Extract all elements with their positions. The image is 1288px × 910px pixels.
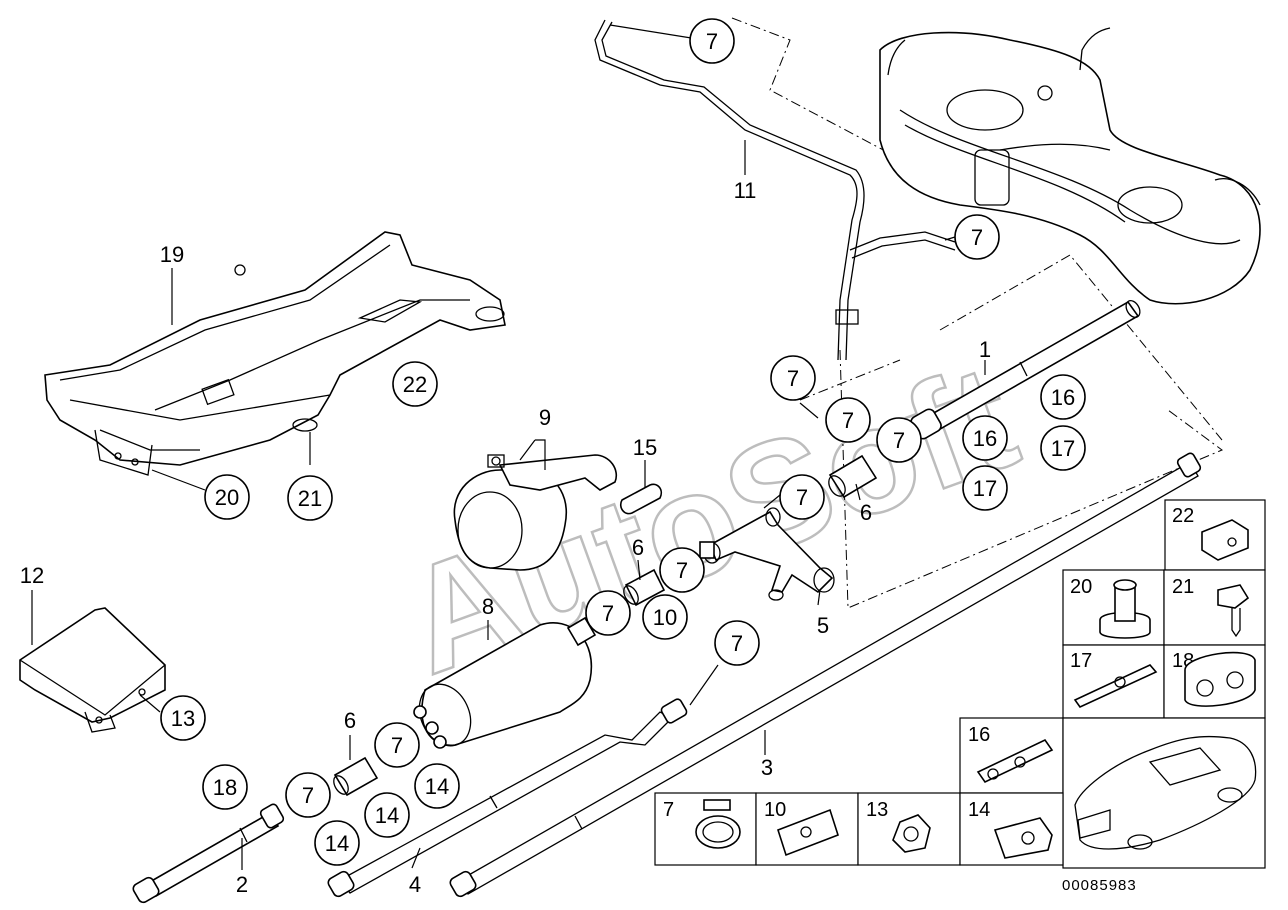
label: 6 bbox=[632, 535, 644, 560]
svg-text:17: 17 bbox=[973, 476, 997, 501]
svg-text:18: 18 bbox=[213, 775, 237, 800]
callout: 20 bbox=[204, 474, 250, 520]
label: 5 bbox=[817, 613, 829, 638]
label: 9 bbox=[539, 405, 551, 430]
svg-text:7: 7 bbox=[706, 29, 718, 54]
fuel-pipe-4 bbox=[327, 698, 688, 898]
callout: 10 bbox=[642, 594, 688, 640]
callout: 7 bbox=[285, 772, 331, 818]
label: 2 bbox=[236, 872, 248, 897]
callout: 7 bbox=[585, 590, 631, 636]
callout: 7 bbox=[954, 214, 1000, 260]
car-sketch bbox=[1074, 735, 1257, 850]
svg-text:20: 20 bbox=[215, 485, 239, 510]
breather-line bbox=[594, 19, 956, 361]
label: 6 bbox=[860, 500, 872, 525]
legend-num: 17 bbox=[1070, 650, 1092, 672]
callout-group: 7 7 7 7 7 7 7 7 7 7 7 16 16 17 1 7 10 13 … bbox=[160, 18, 1086, 866]
callout: 16 bbox=[962, 415, 1008, 461]
svg-text:17: 17 bbox=[1051, 436, 1075, 461]
svg-text:7: 7 bbox=[971, 225, 983, 250]
svg-text:7: 7 bbox=[893, 428, 905, 453]
label: 4 bbox=[409, 872, 421, 897]
fuel-filter bbox=[453, 454, 617, 571]
fuel-pump bbox=[413, 616, 597, 749]
small-heat-shield bbox=[19, 607, 166, 733]
legend-num: 14 bbox=[968, 799, 990, 821]
legend-num: 21 bbox=[1172, 576, 1194, 598]
svg-text:14: 14 bbox=[425, 774, 449, 799]
label: 3 bbox=[761, 755, 773, 780]
label: 15 bbox=[633, 435, 657, 460]
heat-shield bbox=[44, 231, 506, 476]
callout: 17 bbox=[962, 465, 1008, 511]
callout: 21 bbox=[287, 475, 333, 521]
svg-text:14: 14 bbox=[325, 831, 349, 856]
callout: 14 bbox=[314, 820, 360, 866]
fuel-pipe-3 bbox=[449, 452, 1202, 898]
part-labels: 19 11 1 9 15 6 6 6 5 8 12 3 2 4 bbox=[20, 178, 991, 897]
legend-num: 16 bbox=[968, 724, 990, 746]
reference-number: 00085983 bbox=[1062, 877, 1137, 894]
svg-text:7: 7 bbox=[602, 601, 614, 626]
label: 8 bbox=[482, 594, 494, 619]
callout: 16 bbox=[1040, 374, 1086, 420]
svg-text:13: 13 bbox=[171, 706, 195, 731]
legend-num: 7 bbox=[663, 799, 674, 821]
label: 12 bbox=[20, 563, 44, 588]
svg-text:14: 14 bbox=[375, 803, 399, 828]
svg-text:7: 7 bbox=[391, 733, 403, 758]
callout: 7 bbox=[770, 355, 816, 401]
svg-text:7: 7 bbox=[731, 631, 743, 656]
grommet bbox=[619, 483, 663, 515]
callout: 14 bbox=[414, 763, 460, 809]
callout: 7 bbox=[689, 18, 735, 64]
label: 1 bbox=[979, 337, 991, 362]
callout: 7 bbox=[876, 417, 922, 463]
svg-text:22: 22 bbox=[403, 372, 427, 397]
svg-text:16: 16 bbox=[1051, 385, 1075, 410]
sleeves bbox=[333, 454, 878, 797]
legend-num: 10 bbox=[764, 799, 786, 821]
callout: 13 bbox=[160, 695, 206, 741]
bottom-legend: 7 10 13 14 bbox=[654, 792, 1064, 866]
svg-text:7: 7 bbox=[842, 408, 854, 433]
svg-text:7: 7 bbox=[787, 366, 799, 391]
callout: 14 bbox=[364, 792, 410, 838]
svg-text:16: 16 bbox=[973, 426, 997, 451]
leader-lines bbox=[31, 24, 986, 870]
legend-num: 20 bbox=[1070, 576, 1092, 598]
svg-text:7: 7 bbox=[796, 485, 808, 510]
svg-text:7: 7 bbox=[676, 558, 688, 583]
label: 11 bbox=[734, 178, 757, 203]
fuel-tank bbox=[879, 27, 1261, 305]
svg-text:10: 10 bbox=[653, 605, 677, 630]
callout: 18 bbox=[202, 764, 248, 810]
svg-text:7: 7 bbox=[302, 783, 314, 808]
label: 6 bbox=[344, 708, 356, 733]
callout: 7 bbox=[659, 547, 705, 593]
fuel-pipe-2 bbox=[132, 803, 285, 904]
callout: 22 bbox=[392, 361, 438, 407]
legend-num: 22 bbox=[1172, 505, 1194, 527]
t-connector bbox=[699, 507, 835, 601]
callout: 7 bbox=[825, 397, 871, 443]
legend-num: 13 bbox=[866, 799, 888, 821]
svg-text:21: 21 bbox=[298, 486, 322, 511]
callout: 17 bbox=[1040, 425, 1086, 471]
callout: 7 bbox=[714, 620, 760, 666]
label: 19 bbox=[160, 242, 184, 267]
callout: 7 bbox=[374, 722, 420, 768]
callout: 7 bbox=[779, 474, 825, 520]
